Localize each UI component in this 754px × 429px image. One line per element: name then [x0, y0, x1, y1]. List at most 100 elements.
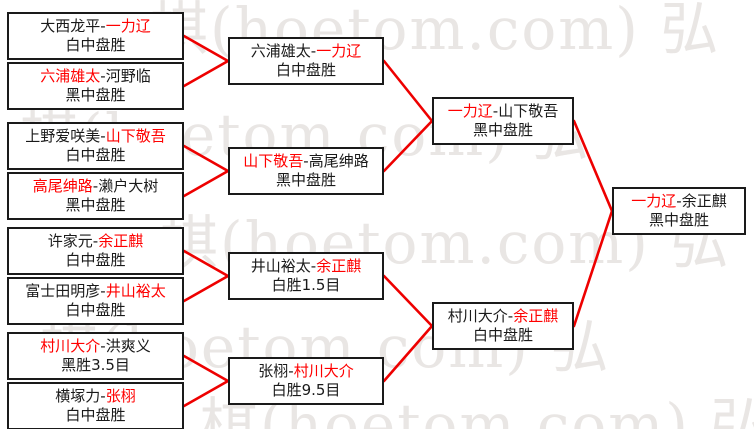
connector-r1-5 — [182, 249, 230, 278]
player-left: 横塚力 — [55, 386, 101, 405]
player-left: 井山裕太 — [250, 256, 311, 275]
player-left: 许家元 — [47, 231, 93, 250]
pairing-dash: - — [100, 281, 106, 300]
match-node-r1-7[interactable]: 村川大介-洪爽义 黑胜3.5目 — [7, 332, 184, 380]
match-node-r1-3[interactable]: 上野爱咲美-山下敬吾 白中盘胜 — [7, 122, 184, 170]
match-result: 白中盘胜 — [472, 325, 533, 344]
match-pairing: 村川大介-洪爽义 — [40, 336, 150, 356]
player-left: 六浦雄太 — [40, 66, 101, 85]
pairing-dash: - — [100, 16, 106, 35]
match-result: 黑中盘胜 — [275, 170, 336, 189]
match-result: 白中盘胜 — [65, 405, 126, 424]
match-pairing: 村川大介-余正麒 — [447, 306, 559, 326]
connector-r2-2 — [382, 119, 434, 173]
match-node-r1-2[interactable]: 六浦雄太-河野临 黑中盘胜 — [7, 62, 184, 110]
player-right: 余正麒 — [513, 306, 559, 325]
connector-r1-7 — [182, 354, 230, 383]
match-result: 黑胜3.5目 — [61, 355, 130, 374]
player-right: 山下敬吾 — [498, 101, 559, 120]
match-result: 白中盘胜 — [65, 35, 126, 54]
player-right: 余正麒 — [98, 231, 144, 250]
match-result: 黑中盘胜 — [472, 120, 533, 139]
match-pairing: 张栩-村川大介 — [258, 361, 354, 381]
match-result: 白中盘胜 — [275, 60, 336, 79]
connector-r1-1 — [182, 34, 230, 63]
player-right: 井山裕太 — [105, 281, 166, 300]
match-pairing: 许家元-余正麒 — [47, 231, 144, 251]
match-result: 白中盘胜 — [65, 250, 126, 269]
pairing-dash: - — [100, 126, 106, 145]
player-right: 余正麒 — [681, 191, 727, 210]
match-pairing: 井山裕太-余正麒 — [250, 256, 362, 276]
player-right: 余正麒 — [316, 256, 362, 275]
match-node-r1-1[interactable]: 大西龙平-一力辽 白中盘胜 — [7, 12, 184, 60]
match-node-final[interactable]: 一力辽-余正麒 黑中盘胜 — [612, 187, 746, 235]
match-pairing: 上野爱咲美-山下敬吾 — [25, 126, 166, 146]
player-right: 山下敬吾 — [105, 126, 166, 145]
player-left: 富士田明彦 — [25, 281, 101, 300]
match-pairing: 富士田明彦-井山裕太 — [25, 281, 166, 301]
match-node-r1-8[interactable]: 横塚力-张栩 白中盘胜 — [7, 382, 184, 429]
player-right: 张栩 — [105, 386, 136, 405]
connector-r2-1 — [382, 59, 434, 123]
connector-r1-6 — [182, 274, 230, 303]
pairing-dash: - — [288, 361, 294, 380]
pairing-dash: - — [492, 101, 499, 120]
connector-r1-2 — [182, 59, 230, 88]
match-pairing: 横塚力-张栩 — [55, 386, 136, 406]
pairing-dash: - — [676, 191, 682, 210]
match-result: 黑中盘胜 — [648, 210, 709, 229]
match-node-r2-3[interactable]: 井山裕太-余正麒 白胜1.5目 — [228, 252, 384, 300]
match-node-r2-1[interactable]: 六浦雄太-一力辽 白中盘胜 — [228, 37, 384, 85]
player-right: 濑户大树 — [98, 176, 159, 195]
connector-r3-2 — [572, 209, 614, 328]
player-left: 一力辽 — [631, 191, 677, 210]
match-result: 白中盘胜 — [65, 300, 126, 319]
connector-r1-3 — [182, 144, 230, 173]
match-node-r1-5[interactable]: 许家元-余正麒 白中盘胜 — [7, 227, 184, 275]
match-pairing: 六浦雄太-一力辽 — [251, 41, 362, 61]
match-result: 白中盘胜 — [65, 145, 126, 164]
match-node-r2-4[interactable]: 张栩-村川大介 白胜9.5目 — [228, 357, 384, 405]
player-left: 大西龙平 — [40, 16, 101, 35]
player-left: 山下敬吾 — [243, 151, 304, 170]
player-left: 高尾绅路 — [32, 176, 93, 195]
match-node-r1-4[interactable]: 高尾绅路-濑户大树 黑中盘胜 — [7, 172, 184, 220]
pairing-dash: - — [303, 151, 309, 170]
match-pairing: 六浦雄太-河野临 — [40, 66, 151, 86]
match-node-r1-6[interactable]: 富士田明彦-井山裕太 白中盘胜 — [7, 277, 184, 325]
match-result: 黑中盘胜 — [65, 195, 126, 214]
player-left: 村川大介 — [447, 306, 508, 325]
pairing-dash: - — [100, 336, 106, 355]
pairing-dash: - — [92, 176, 99, 195]
match-node-r2-2[interactable]: 山下敬吾-高尾绅路 黑中盘胜 — [228, 147, 384, 195]
match-pairing: 一力辽-山下敬吾 — [447, 101, 559, 121]
connector-r3-1 — [572, 119, 614, 213]
match-pairing: 高尾绅路-濑户大树 — [32, 176, 159, 196]
pairing-dash: - — [310, 41, 317, 60]
pairing-dash: - — [507, 306, 514, 325]
pairing-dash: - — [92, 231, 99, 250]
player-left: 张栩 — [258, 361, 289, 380]
match-pairing: 山下敬吾-高尾绅路 — [243, 151, 369, 171]
player-right: 一力辽 — [105, 16, 151, 35]
match-result: 黑中盘胜 — [65, 85, 126, 104]
match-pairing: 一力辽-余正麒 — [631, 191, 727, 211]
match-node-r3-2[interactable]: 村川大介-余正麒 白中盘胜 — [432, 302, 574, 350]
match-result: 白胜9.5目 — [271, 380, 341, 399]
connector-r2-3 — [382, 274, 434, 328]
match-node-r3-1[interactable]: 一力辽-山下敬吾 黑中盘胜 — [432, 97, 574, 145]
pairing-dash: - — [100, 386, 106, 405]
connector-r1-4 — [182, 169, 230, 198]
match-result: 白胜1.5目 — [271, 275, 341, 294]
player-right: 河野临 — [105, 66, 151, 85]
player-left: 一力辽 — [447, 101, 493, 120]
pairing-dash: - — [100, 66, 106, 85]
pairing-dash: - — [310, 256, 317, 275]
player-right: 一力辽 — [316, 41, 362, 60]
player-left: 村川大介 — [40, 336, 101, 355]
player-right: 高尾绅路 — [308, 151, 369, 170]
player-right: 村川大介 — [293, 361, 354, 380]
